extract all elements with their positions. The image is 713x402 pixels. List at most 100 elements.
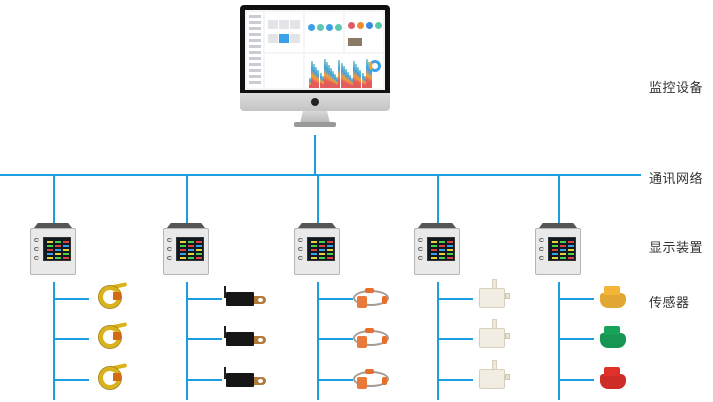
screen-reading [560,253,566,255]
chart-bar [348,75,351,88]
screen-reading [552,253,558,255]
screen-reading [188,245,194,247]
sensor-trunk-line [437,282,439,400]
dashboard-screen [245,10,385,90]
display-unit-body [414,228,460,275]
chart-bar [311,61,314,88]
screen-reading [63,253,69,255]
display-unit-screen [548,237,576,261]
sensor-branch-line [186,338,222,340]
display-unit-body [30,228,76,275]
sensor-branch-line [437,298,473,300]
wireless-lug-temperature-sensor [222,286,268,308]
indicator-icon [167,238,172,242]
display-uplink-line [317,175,319,223]
screen-reading [311,245,317,247]
chart-bar [327,65,330,88]
screen-reading [552,245,558,247]
chart-bar [319,73,322,88]
screen-reading [311,257,317,259]
layer-label-display: 显示装置 [649,241,704,256]
display-unit-keys [303,266,335,271]
display-unit-4 [414,223,460,275]
chart-bar [355,64,358,88]
antenna-icon [224,367,226,379]
chart-bar [367,62,370,88]
cable-gland [505,293,510,299]
sensor-head [113,292,121,300]
screen-reading [196,253,202,255]
monitor-uplink-line [314,135,316,174]
display-unit-screen [307,237,335,261]
screen-reading [196,249,202,251]
indicator-icon [539,247,544,251]
sensor-trunk-line [53,282,55,400]
display-unit-2 [163,223,209,275]
dashboard-panel-alarms [345,12,383,52]
display-unit-5 [535,223,581,275]
screen-reading [55,241,61,243]
screen-reading [180,257,186,259]
chart-bar [315,67,318,88]
screen-reading [319,257,325,259]
sensor-branch-line [186,379,222,381]
chart-bar [334,74,337,88]
display-unit-keys [544,266,576,271]
display-unit-1 [30,223,76,275]
screen-reading [439,249,445,251]
indicator-icon [167,256,172,260]
chart-bar [369,65,372,88]
chart-bar [317,70,320,88]
chart-bar [357,67,360,88]
display-unit-screen [176,237,204,261]
indicator-icon [298,247,303,251]
band-temperature-sensor [353,368,389,390]
screen-reading [188,253,194,255]
display-unit-keys [39,266,71,271]
screen-reading [431,245,437,247]
display-uplink-line [558,175,560,223]
display-unit-top [298,223,336,228]
screen-reading [439,241,445,243]
chart-bar [340,63,343,88]
screen-reading [196,257,202,259]
screen-reading [568,253,574,255]
sensor-trunk-line [317,282,319,400]
sensor-branch-line [437,379,473,381]
screen-reading [431,253,437,255]
band-temperature-sensor [353,327,389,349]
dashboard-panel-devices [265,12,303,52]
screen-reading [439,257,445,259]
sensor-clip [365,369,374,374]
antenna-icon [224,326,226,338]
indicator-icon [539,256,544,260]
monitor-bezel [240,5,390,93]
display-uplink-line [53,175,55,223]
screen-reading [552,257,558,259]
monitor-foot [294,122,336,127]
layer-label-monitoring: 监控设备 [649,81,704,96]
screen-reading [568,257,574,259]
screen-reading [180,253,186,255]
antenna-icon [224,286,226,298]
screen-reading [47,257,53,259]
screen-reading [552,241,558,243]
sensor-trunk-line [186,282,188,400]
display-unit-top [34,223,72,228]
temperature-humidity-sensor [477,360,511,390]
display-unit-3 [294,223,340,275]
sensor-cap [604,367,620,376]
screen-reading [188,257,194,259]
cable-head-temperature-sensor [600,326,626,348]
display-unit-top [167,223,205,228]
monitor-stand [300,111,330,123]
sensor-base [600,374,626,389]
sensor-body [226,292,254,306]
temperature-humidity-sensor [477,279,511,309]
screen-reading [63,249,69,251]
screen-reading [447,241,453,243]
screen-reading [327,245,333,247]
sensor-clip [382,296,387,304]
sensor-branch-line [437,338,473,340]
chart-bar [363,76,366,88]
